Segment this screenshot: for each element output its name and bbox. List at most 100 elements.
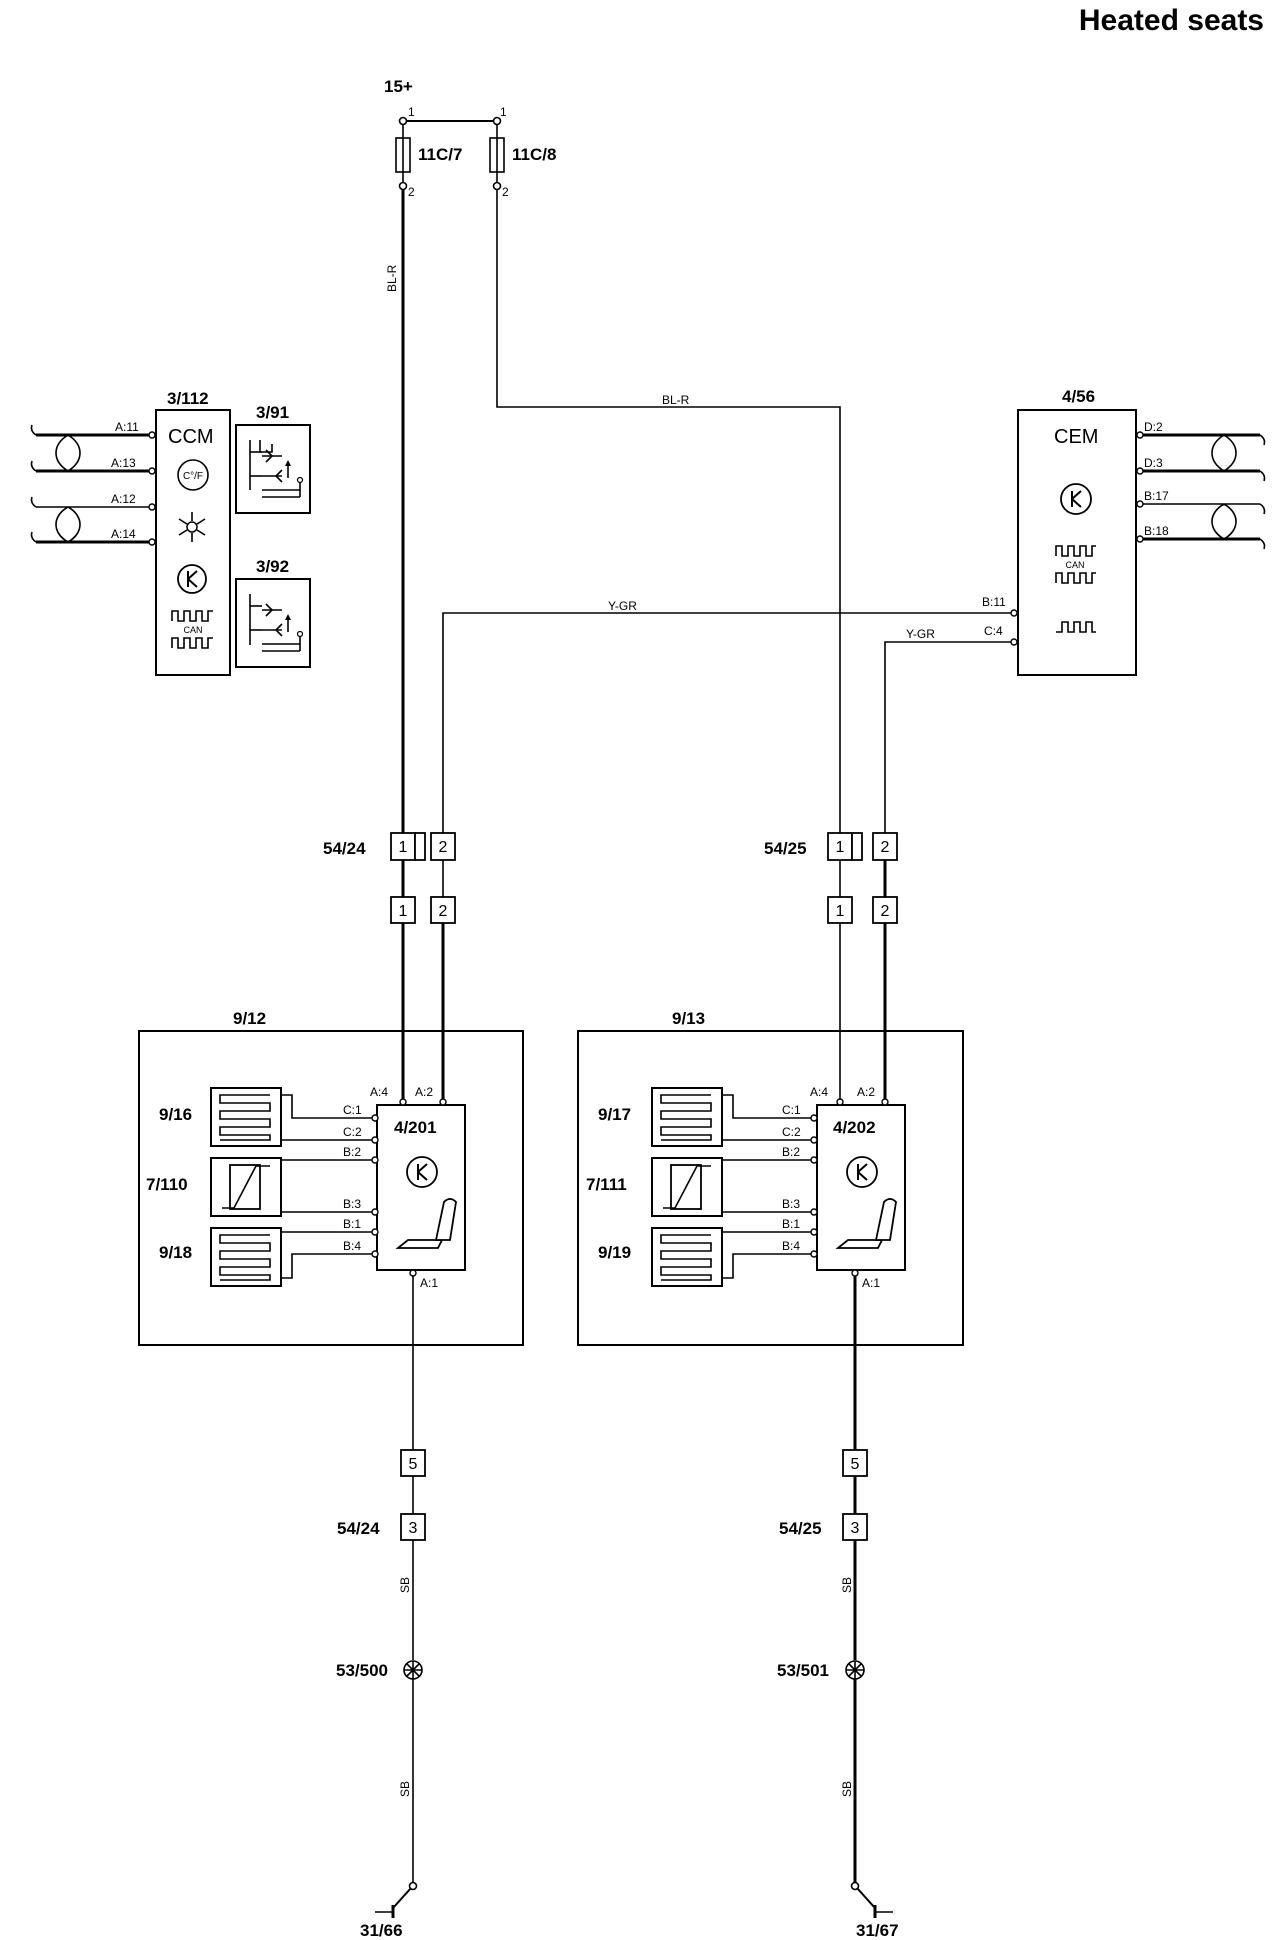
cem-module: 4/56 CEM CAN D:2 D:3 B:17 B:18: [982, 387, 1266, 676]
svg-text:C:1: C:1: [343, 1103, 362, 1117]
module-id: 4/201: [394, 1118, 437, 1137]
splice-icon: [845, 1660, 865, 1680]
wire-label: Y-GR: [608, 599, 637, 613]
element-id: 9/19: [598, 1243, 631, 1262]
connector-id: 54/24: [337, 1519, 380, 1538]
switch-id: 3/92: [256, 557, 289, 576]
connector-id: 54/25: [779, 1519, 822, 1538]
diagram-title: Heated seats: [1079, 4, 1264, 37]
ground-chain-right: 5 3 54/25 SB 53/501 SB 31/67: [777, 1276, 899, 1940]
wire-label: Y-GR: [906, 627, 935, 641]
svg-text:CAN: CAN: [183, 625, 202, 635]
svg-text:5: 5: [409, 1456, 418, 1473]
svg-text:2: 2: [408, 185, 415, 199]
svg-text:3: 3: [409, 1520, 418, 1537]
fan-icon: [178, 512, 206, 542]
can-bus-icon: CAN: [171, 610, 213, 649]
svg-text:1: 1: [408, 105, 415, 119]
svg-text:2: 2: [881, 839, 890, 856]
control-unit-icon: [177, 564, 207, 594]
fuse-label: 11C/8: [512, 145, 556, 164]
svg-text:C:2: C:2: [343, 1125, 362, 1139]
svg-text:A:14: A:14: [111, 527, 136, 541]
element-id: 9/18: [159, 1243, 192, 1262]
svg-text:D:3: D:3: [1144, 456, 1163, 470]
seat-icon: [395, 1198, 457, 1249]
svg-text:A:1: A:1: [420, 1276, 438, 1290]
svg-text:D:2: D:2: [1144, 420, 1163, 434]
svg-text:B:2: B:2: [782, 1145, 800, 1159]
heater-element-icon: [660, 1094, 712, 1141]
svg-text:C:1: C:1: [782, 1103, 801, 1117]
svg-text:B:3: B:3: [343, 1197, 361, 1211]
power-supply: 15+ 1 1: [384, 77, 507, 126]
cem-name: CEM: [1054, 426, 1098, 448]
svg-text:B:2: B:2: [343, 1145, 361, 1159]
heater-element-icon: [219, 1234, 271, 1281]
svg-text:CAN: CAN: [1065, 560, 1084, 570]
group-id: 9/13: [672, 1009, 705, 1028]
wire-label: BL-R: [662, 393, 690, 407]
y-gr-wires: Y-GR Y-GR: [442, 599, 1011, 833]
connector-54-24-top: 54/24 1 2 1 2: [323, 832, 456, 924]
svg-text:A:1: A:1: [862, 1276, 880, 1290]
svg-text:SB: SB: [840, 1577, 854, 1593]
control-unit-icon: [1060, 483, 1092, 515]
heater-element-icon: [660, 1234, 712, 1281]
svg-text:A:2: A:2: [415, 1085, 433, 1099]
cem-pin-wires: D:2 D:3 B:17 B:18 B:11 C:4: [982, 420, 1266, 646]
splice-id: 53/501: [777, 1661, 829, 1680]
wire-label: BL-R: [385, 264, 399, 292]
switch-3-92: 3/92: [235, 557, 311, 668]
svg-text:5: 5: [851, 1456, 860, 1473]
can-bus-icon: CAN: [1055, 545, 1096, 633]
svg-text:A:11: A:11: [115, 420, 139, 434]
svg-text:A:2: A:2: [857, 1085, 875, 1099]
supply-wires: BL-R BL-R: [385, 190, 841, 833]
svg-text:SB: SB: [398, 1781, 412, 1797]
ccm-pin-wires: A:11 A:13 A:12 A:14: [30, 420, 156, 546]
ccm-id: 3/112: [167, 389, 209, 408]
temp-sensor-icon: [222, 1165, 270, 1209]
ccm-name: CCM: [168, 426, 214, 448]
svg-text:2: 2: [439, 839, 448, 856]
ground-chain-left: 5 3 54/24 SB 53/500 SB 31/66: [336, 1276, 426, 1940]
svg-text:2: 2: [881, 903, 890, 920]
element-id: 7/110: [146, 1175, 188, 1194]
ground-id: 31/66: [360, 1921, 403, 1940]
svg-text:B:3: B:3: [782, 1197, 800, 1211]
temp-sensor-icon: [663, 1165, 711, 1209]
svg-text:A:4: A:4: [810, 1085, 828, 1099]
seat-group-left: 9/12 4/201 A:4 A:2 C:1 C:2 B:2 B:3: [138, 1009, 524, 1346]
fuse-11c7: 11C/7 2: [395, 124, 462, 199]
ccm-module: 3/112 CCM C°/F CAN A:11: [30, 389, 231, 676]
svg-text:3: 3: [851, 1520, 860, 1537]
svg-text:B:1: B:1: [343, 1217, 361, 1231]
svg-text:SB: SB: [840, 1781, 854, 1797]
svg-text:2: 2: [502, 185, 509, 199]
element-id: 7/111: [586, 1175, 627, 1194]
svg-text:1: 1: [399, 839, 408, 856]
connector-id: 54/25: [764, 839, 807, 858]
fuse-label: 11C/7: [418, 145, 462, 164]
supply-label: 15+: [384, 77, 413, 96]
connector-54-25-top: 54/25 1 2 1 2: [764, 832, 898, 924]
ground-id: 31/67: [856, 1921, 899, 1940]
svg-text:B:18: B:18: [1144, 524, 1169, 538]
svg-text:B:4: B:4: [782, 1239, 800, 1253]
element-id: 9/16: [159, 1105, 192, 1124]
control-unit-icon: [406, 1156, 438, 1188]
svg-text:B:11: B:11: [982, 595, 1006, 609]
splice-icon: [403, 1660, 423, 1680]
svg-text:B:4: B:4: [343, 1239, 361, 1253]
module-id: 4/202: [833, 1118, 876, 1137]
control-unit-icon: [846, 1156, 878, 1188]
connector-id: 54/24: [323, 839, 366, 858]
svg-text:C:2: C:2: [782, 1125, 801, 1139]
svg-text:SB: SB: [398, 1577, 412, 1593]
svg-text:1: 1: [500, 105, 507, 119]
switch-3-91: 3/91: [235, 403, 311, 514]
svg-text:A:13: A:13: [111, 456, 136, 470]
svg-text:1: 1: [399, 903, 408, 920]
